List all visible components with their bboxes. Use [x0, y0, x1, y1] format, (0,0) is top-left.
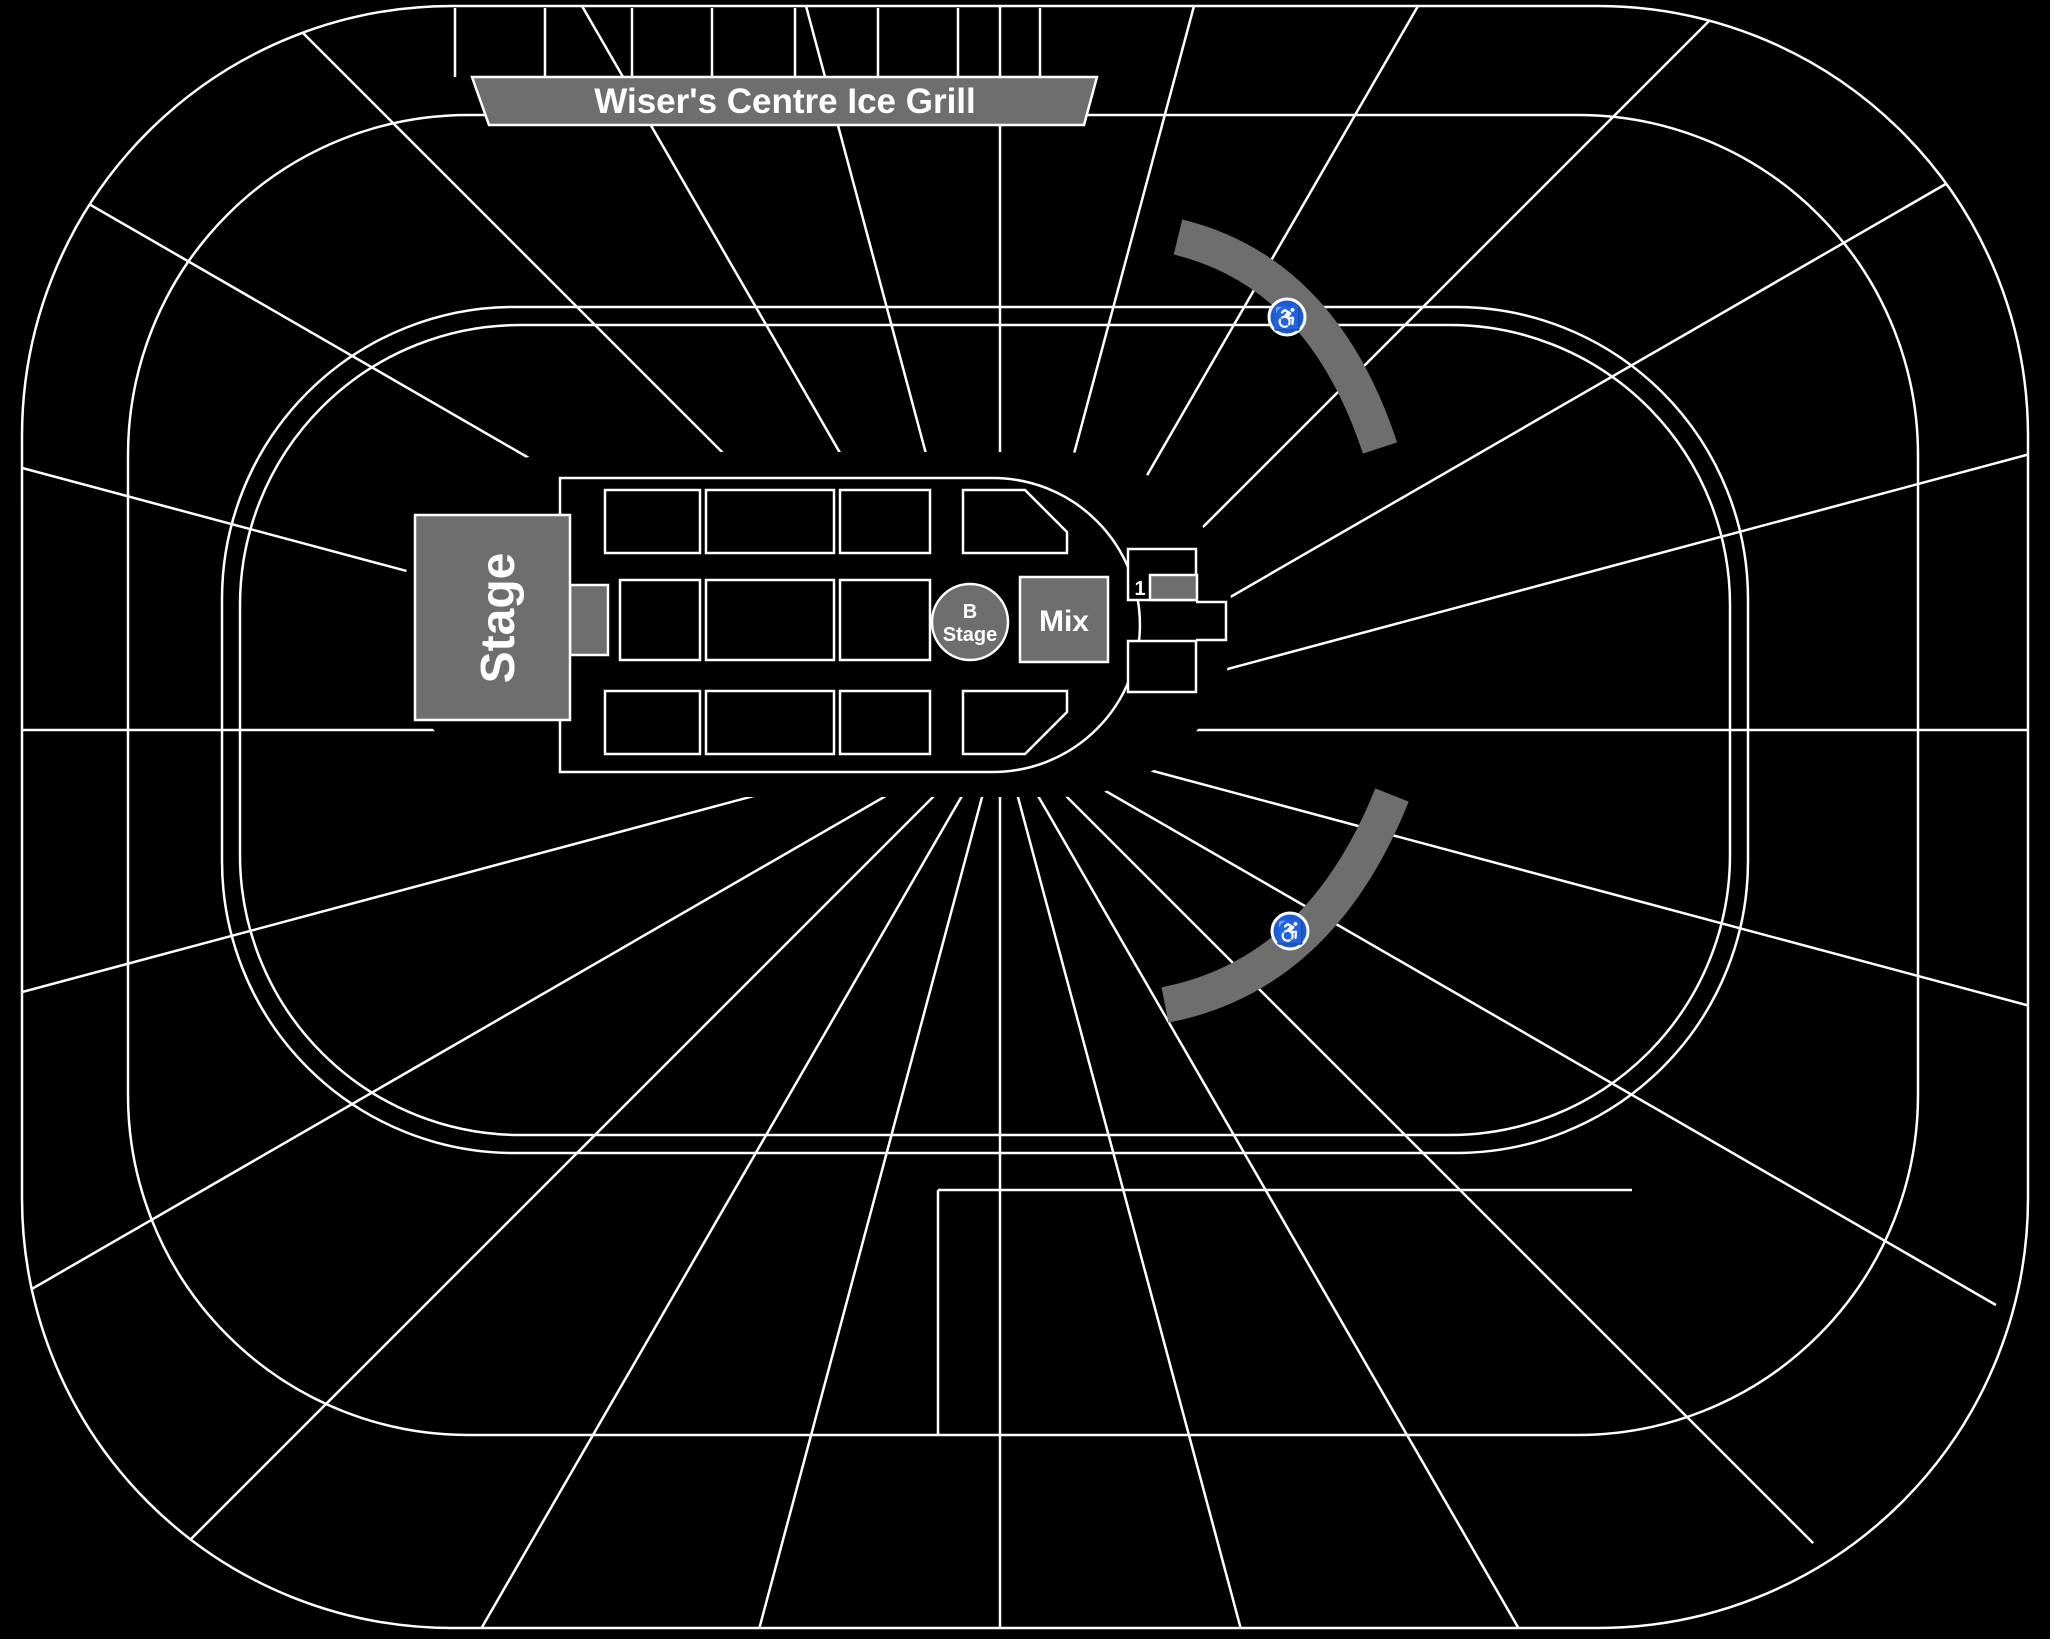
floor-section[interactable] — [961, 689, 1069, 756]
floor-section[interactable] — [1126, 639, 1198, 694]
concourse-outer-boundary — [220, 305, 1750, 1155]
stage-riser — [568, 583, 610, 657]
floor: Stage B Stage Mix 1 — [413, 476, 1228, 774]
floor-section[interactable] — [838, 488, 932, 555]
mix-position — [1018, 575, 1110, 664]
section-boundary-lines — [936, 1188, 1632, 1435]
stage-block — [413, 513, 572, 722]
restaurant-banner-label: Wiser's Centre Ice Grill — [594, 82, 976, 121]
b-stage-label-line1: B — [963, 601, 977, 623]
stage-label: Stage — [472, 553, 525, 684]
outer-boundary — [20, 4, 2030, 1630]
top-section-dividers — [453, 8, 1042, 77]
restaurant-banner: Wiser's Centre Ice Grill — [470, 75, 1099, 127]
floor-section[interactable] — [704, 689, 836, 756]
lower-bowl-boundary — [238, 323, 1732, 1137]
restaurant-banner-shape — [470, 75, 1099, 127]
b-stage-label-line2: Stage — [943, 624, 997, 646]
floor-section[interactable] — [838, 689, 932, 756]
tunnel-outline — [1196, 600, 1228, 642]
floor-section[interactable] — [704, 488, 836, 555]
mix-label: Mix — [1039, 605, 1089, 638]
wheelchair-glyph: ♿ — [1273, 305, 1302, 332]
entrance-ramp — [1148, 573, 1199, 602]
floor-section[interactable] — [704, 578, 836, 662]
wheelchair-glyph: ♿ — [1276, 919, 1305, 946]
wheelchair-accessible-icon[interactable]: ♿ — [1270, 911, 1310, 951]
floor-section[interactable] — [603, 488, 702, 555]
b-stage — [930, 582, 1010, 662]
floor-section[interactable] — [618, 578, 702, 662]
floor-section[interactable] — [838, 578, 932, 662]
row-marker: 1 — [1134, 578, 1145, 600]
floor-section[interactable] — [961, 488, 1069, 555]
floor-section[interactable] — [603, 689, 702, 756]
wheelchair-accessible-icon[interactable]: ♿ — [1267, 297, 1307, 337]
